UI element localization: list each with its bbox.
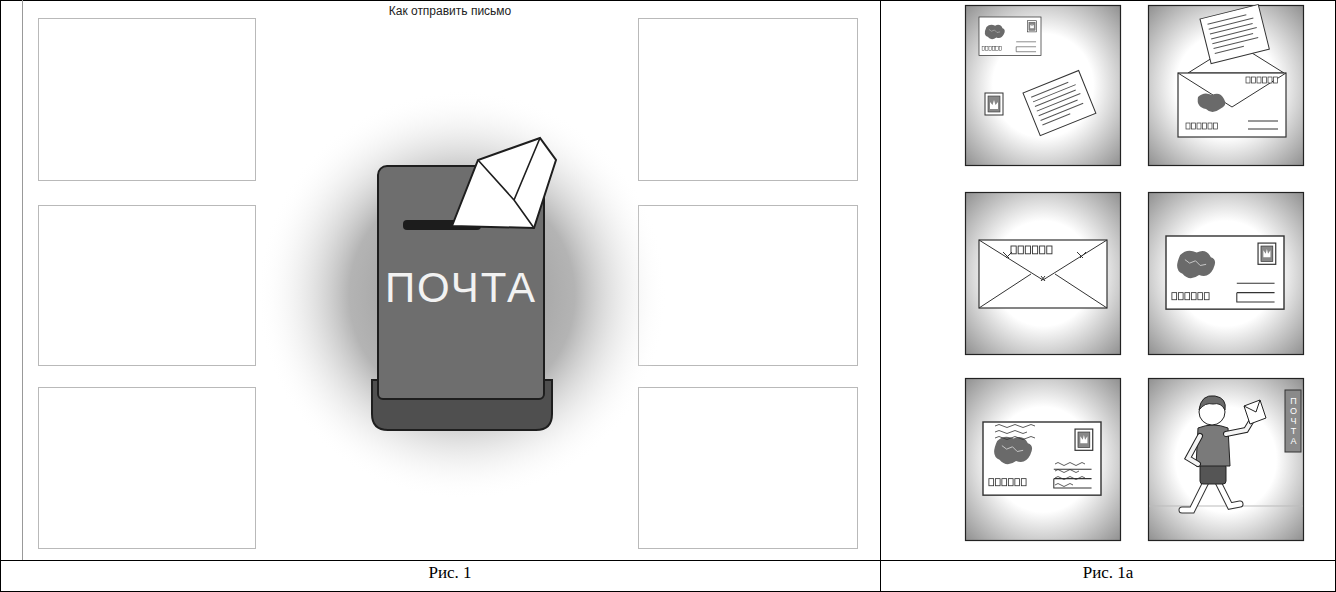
figure-caption: Рис. 1а <box>1008 564 1208 581</box>
picture-tile <box>1149 379 1304 541</box>
diagram-title: Как отправить письмо <box>300 4 600 18</box>
mailbox-sign: ПОЧТА <box>1285 391 1301 451</box>
picture-tile <box>966 193 1121 355</box>
mailbox-label: ПОЧТА <box>379 267 543 309</box>
figure-caption: Рис. 1 <box>300 564 600 581</box>
envelope <box>452 138 556 228</box>
picture-tile <box>1149 4 1304 165</box>
mailbox: ПОЧТА <box>377 165 545 400</box>
picture-tile <box>966 6 1121 166</box>
picture-tile <box>966 379 1121 541</box>
picture-tile <box>1149 193 1304 355</box>
mailbox-glow <box>257 90 667 500</box>
empty-box <box>39 19 858 549</box>
mailbox-slot <box>403 220 481 230</box>
